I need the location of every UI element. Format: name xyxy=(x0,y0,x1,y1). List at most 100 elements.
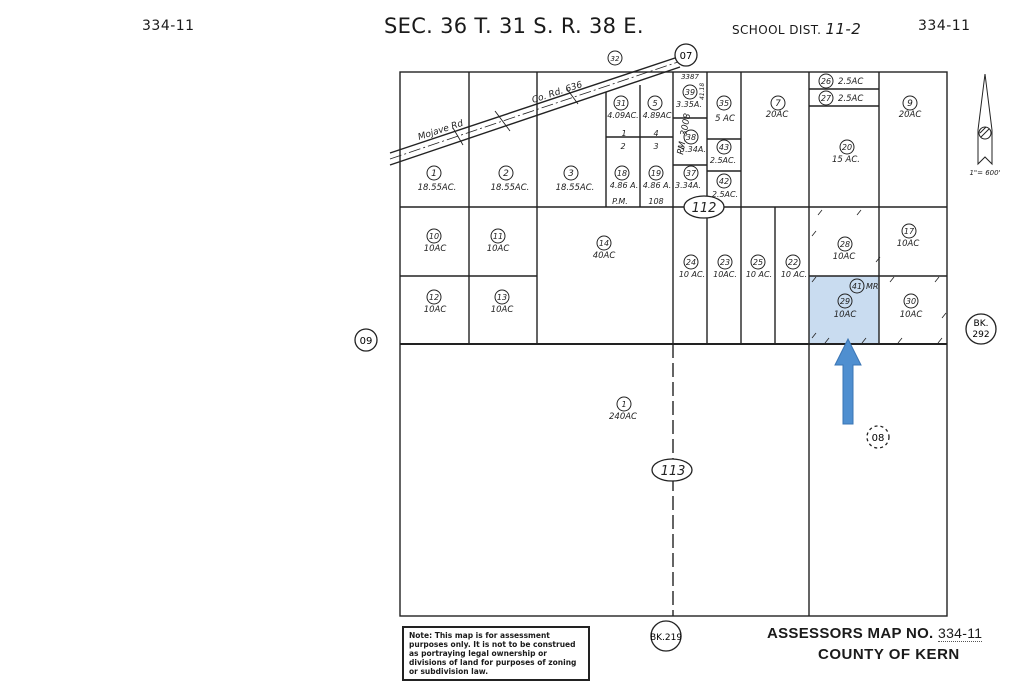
parcel-31[interactable]: 314.09AC. xyxy=(607,95,639,120)
svg-text:112: 112 xyxy=(692,201,717,216)
parcel-39[interactable]: 393.35A. xyxy=(676,84,702,109)
side-dimension: 41.18 xyxy=(699,83,706,100)
parcel-37[interactable]: 37 3.34A. xyxy=(675,165,701,190)
svg-text:42: 42 xyxy=(719,177,729,186)
svg-text:41: 41 xyxy=(852,282,862,291)
adjacent-map-09[interactable]: 09 xyxy=(354,328,378,352)
svg-text:40AC: 40AC xyxy=(593,251,616,261)
svg-text:240AC: 240AC xyxy=(609,412,637,422)
mr-41: 41 MR xyxy=(849,278,878,294)
svg-text:18: 18 xyxy=(617,169,627,178)
parcel-29[interactable]: 29 10AC xyxy=(834,293,857,320)
svg-text:14: 14 xyxy=(599,239,609,248)
lot-2: 2 xyxy=(620,142,625,151)
parcel-18[interactable]: 18 4.86 A. xyxy=(610,165,639,190)
parcel-2[interactable]: 218.55AC. xyxy=(491,165,530,193)
block-113: 113 xyxy=(651,458,693,482)
svg-text:28: 28 xyxy=(840,240,850,249)
disclaimer-note: Note: This map is for assessment purpose… xyxy=(402,626,590,681)
section-title: SEC. 36 T. 31 S. R. 38 E. xyxy=(384,14,644,38)
svg-text:2.5AC.: 2.5AC. xyxy=(710,156,736,165)
svg-text:39: 39 xyxy=(685,88,695,97)
svg-text:08: 08 xyxy=(872,433,885,444)
svg-text:4.86 A.: 4.86 A. xyxy=(643,181,672,190)
svg-text:9: 9 xyxy=(907,99,913,109)
svg-text:37: 37 xyxy=(686,169,697,178)
svg-text:22: 22 xyxy=(788,258,798,267)
parcel-32[interactable]: 32 xyxy=(607,50,623,66)
svg-text:BK.219: BK.219 xyxy=(650,633,682,643)
svg-text:32: 32 xyxy=(611,55,620,63)
parcel-35[interactable]: 355 AC xyxy=(715,95,735,124)
adjacent-book-292[interactable]: BK.292 xyxy=(965,313,997,345)
parcel-5[interactable]: 5 4.89AC xyxy=(643,95,672,120)
svg-text:23: 23 xyxy=(720,258,730,267)
svg-text:10AC: 10AC xyxy=(834,310,857,320)
county-name: COUNTY OF KERN xyxy=(818,646,960,663)
svg-text:07: 07 xyxy=(680,51,693,62)
svg-text:4.89AC: 4.89AC xyxy=(643,111,672,120)
svg-text:BK.: BK. xyxy=(974,319,989,329)
parcel-43[interactable]: 43 2.5AC. xyxy=(710,139,736,165)
parcel-map-ref-top: 3387 xyxy=(681,73,699,81)
svg-text:2.5AC: 2.5AC xyxy=(838,77,863,87)
school-district-label: SCHOOL DIST. xyxy=(732,23,822,37)
parcel-1[interactable]: 118.55AC. xyxy=(418,165,457,193)
svg-text:MR: MR xyxy=(866,282,878,291)
svg-text:113: 113 xyxy=(661,464,686,479)
svg-text:3.34A.: 3.34A. xyxy=(675,181,701,190)
svg-text:20AC: 20AC xyxy=(766,110,789,120)
parcel-38[interactable]: 383.34A. xyxy=(680,129,706,154)
parcel-14[interactable]: 14 40AC xyxy=(593,235,616,261)
svg-text:10 AC.: 10 AC. xyxy=(746,270,772,279)
svg-text:18.55AC.: 18.55AC. xyxy=(556,183,595,193)
pm-number: 108 xyxy=(648,197,663,206)
svg-text:1: 1 xyxy=(621,400,626,409)
svg-text:5: 5 xyxy=(652,99,657,108)
svg-text:43: 43 xyxy=(719,143,729,152)
svg-text:10AC: 10AC xyxy=(424,244,447,254)
scale-label: 1"= 600' xyxy=(969,169,1000,177)
adjacent-book-219[interactable]: BK.219 xyxy=(650,620,682,652)
map-no-label: ASSESSORS MAP NO. xyxy=(767,625,934,642)
svg-text:29: 29 xyxy=(840,297,850,306)
svg-text:4.86 A.: 4.86 A. xyxy=(610,181,639,190)
adjacent-map-07[interactable]: 07 xyxy=(674,43,698,67)
block-112: 112 xyxy=(683,195,725,219)
svg-text:2.5AC.: 2.5AC. xyxy=(712,190,738,199)
svg-text:10AC.: 10AC. xyxy=(713,270,737,279)
lot-3: 3 xyxy=(653,142,658,151)
svg-text:30: 30 xyxy=(906,297,916,306)
parcel-25[interactable]: 25 10 AC. xyxy=(746,254,772,279)
svg-text:2: 2 xyxy=(503,169,509,179)
adjacent-map-08[interactable]: 08 xyxy=(866,425,890,449)
parcel-19[interactable]: 194.86 A. xyxy=(643,165,672,190)
svg-text:12: 12 xyxy=(429,293,439,302)
parcel-23[interactable]: 23 10AC. xyxy=(713,254,737,279)
parcel-3[interactable]: 318.55AC. xyxy=(556,165,595,193)
svg-text:35: 35 xyxy=(719,99,729,108)
parcel-42[interactable]: 42 2.5AC. xyxy=(712,173,738,199)
svg-text:25: 25 xyxy=(753,258,763,267)
parcel-1-large[interactable]: 1 240AC xyxy=(609,396,637,422)
parcel-26[interactable]: 26 2.5AC xyxy=(818,73,863,89)
svg-text:26: 26 xyxy=(821,77,831,86)
highlighted-parcel-29[interactable] xyxy=(809,276,879,344)
svg-text:18.55AC.: 18.55AC. xyxy=(418,183,457,193)
svg-text:2.5AC: 2.5AC xyxy=(838,94,863,104)
svg-text:292: 292 xyxy=(972,330,989,340)
